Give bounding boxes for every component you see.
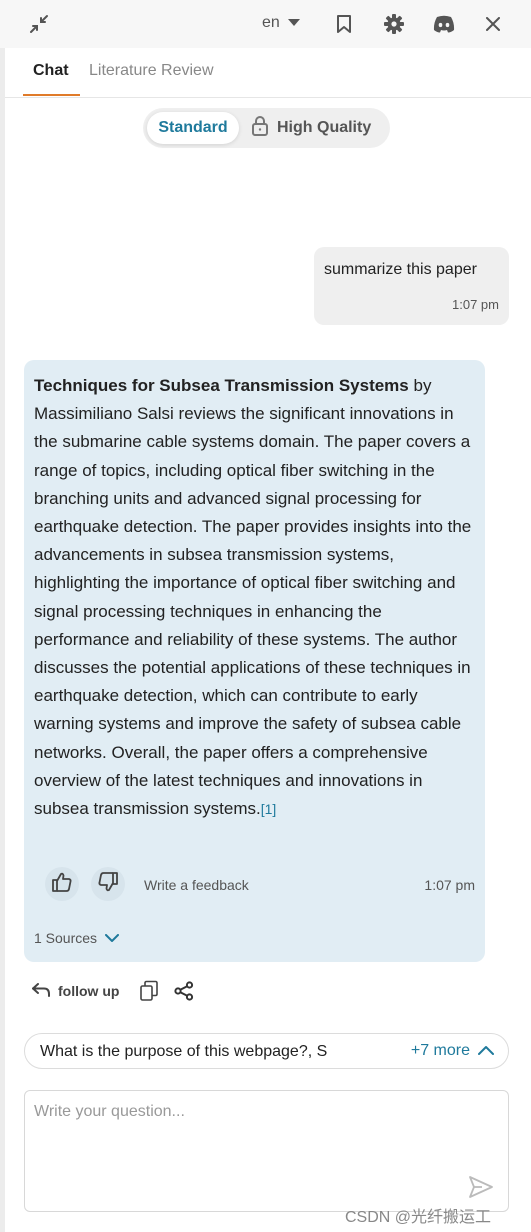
summary-body: by Massimiliano Salsi reviews the signif…: [34, 376, 472, 819]
share-icon[interactable]: [174, 981, 194, 1001]
follow-up-label: follow up: [58, 983, 120, 999]
standard-mode-button[interactable]: Standard: [147, 112, 239, 144]
quality-mode-toggle: Standard High Quality: [143, 108, 390, 148]
send-icon[interactable]: [468, 1174, 494, 1200]
collapse-icon[interactable]: [27, 12, 51, 36]
thumbs-down-button[interactable]: [91, 867, 125, 901]
tab-chat[interactable]: Chat: [33, 62, 69, 79]
suggested-questions-bar[interactable]: What is the purpose of this webpage?, S …: [24, 1033, 509, 1069]
sources-label: 1 Sources: [34, 930, 98, 946]
caret-down-icon: [287, 14, 300, 32]
write-feedback-link[interactable]: Write a feedback: [144, 877, 249, 893]
gear-icon[interactable]: [382, 12, 406, 36]
chevron-up-icon: [478, 1042, 494, 1060]
follow-up-button[interactable]: follow up: [32, 982, 120, 1000]
top-bar: en: [0, 0, 531, 48]
active-tab-indicator: [23, 94, 80, 96]
question-input[interactable]: [34, 1103, 454, 1163]
language-select[interactable]: en: [262, 14, 300, 32]
bookmark-icon[interactable]: [332, 12, 356, 36]
thumbs-down-icon: [97, 871, 119, 898]
user-message-text: summarize this paper: [324, 261, 477, 278]
copy-icon[interactable]: [139, 980, 159, 1002]
left-edge-strip: [0, 48, 5, 1232]
tab-literature-review[interactable]: Literature Review: [89, 62, 214, 79]
question-input-box: [24, 1090, 509, 1212]
close-icon[interactable]: [481, 12, 505, 36]
thumbs-up-icon: [51, 871, 73, 898]
tab-bar: Chat Literature Review: [5, 48, 531, 98]
assistant-message-time: 1:07 pm: [424, 877, 475, 893]
citation-link[interactable]: [1]: [260, 801, 277, 818]
reply-arrow-icon: [32, 982, 50, 1000]
chevron-down-icon: [105, 930, 120, 946]
watermark-text: CSDN @光纤搬运工: [345, 1209, 492, 1226]
thumbs-up-button[interactable]: [45, 867, 79, 901]
language-label: en: [262, 14, 280, 31]
assistant-message-text: Techniques for Subsea Transmission Syste…: [34, 372, 479, 823]
lock-icon: [251, 115, 269, 141]
paper-title: Techniques for Subsea Transmission Syste…: [34, 376, 409, 395]
user-message-time: 1:07 pm: [452, 297, 499, 312]
more-suggestions-label: +7 more: [410, 1042, 470, 1059]
sources-toggle[interactable]: 1 Sources: [34, 930, 120, 946]
assistant-message: Techniques for Subsea Transmission Syste…: [24, 360, 485, 962]
high-quality-label: High Quality: [277, 119, 372, 136]
user-message: summarize this paper 1:07 pm: [314, 247, 509, 325]
high-quality-mode-button[interactable]: High Quality: [251, 108, 371, 148]
suggested-question[interactable]: What is the purpose of this webpage?, S: [40, 1043, 328, 1060]
message-actions: follow up: [32, 978, 194, 1004]
discord-icon[interactable]: [432, 12, 456, 36]
more-suggestions-toggle[interactable]: +7 more: [411, 1042, 494, 1060]
